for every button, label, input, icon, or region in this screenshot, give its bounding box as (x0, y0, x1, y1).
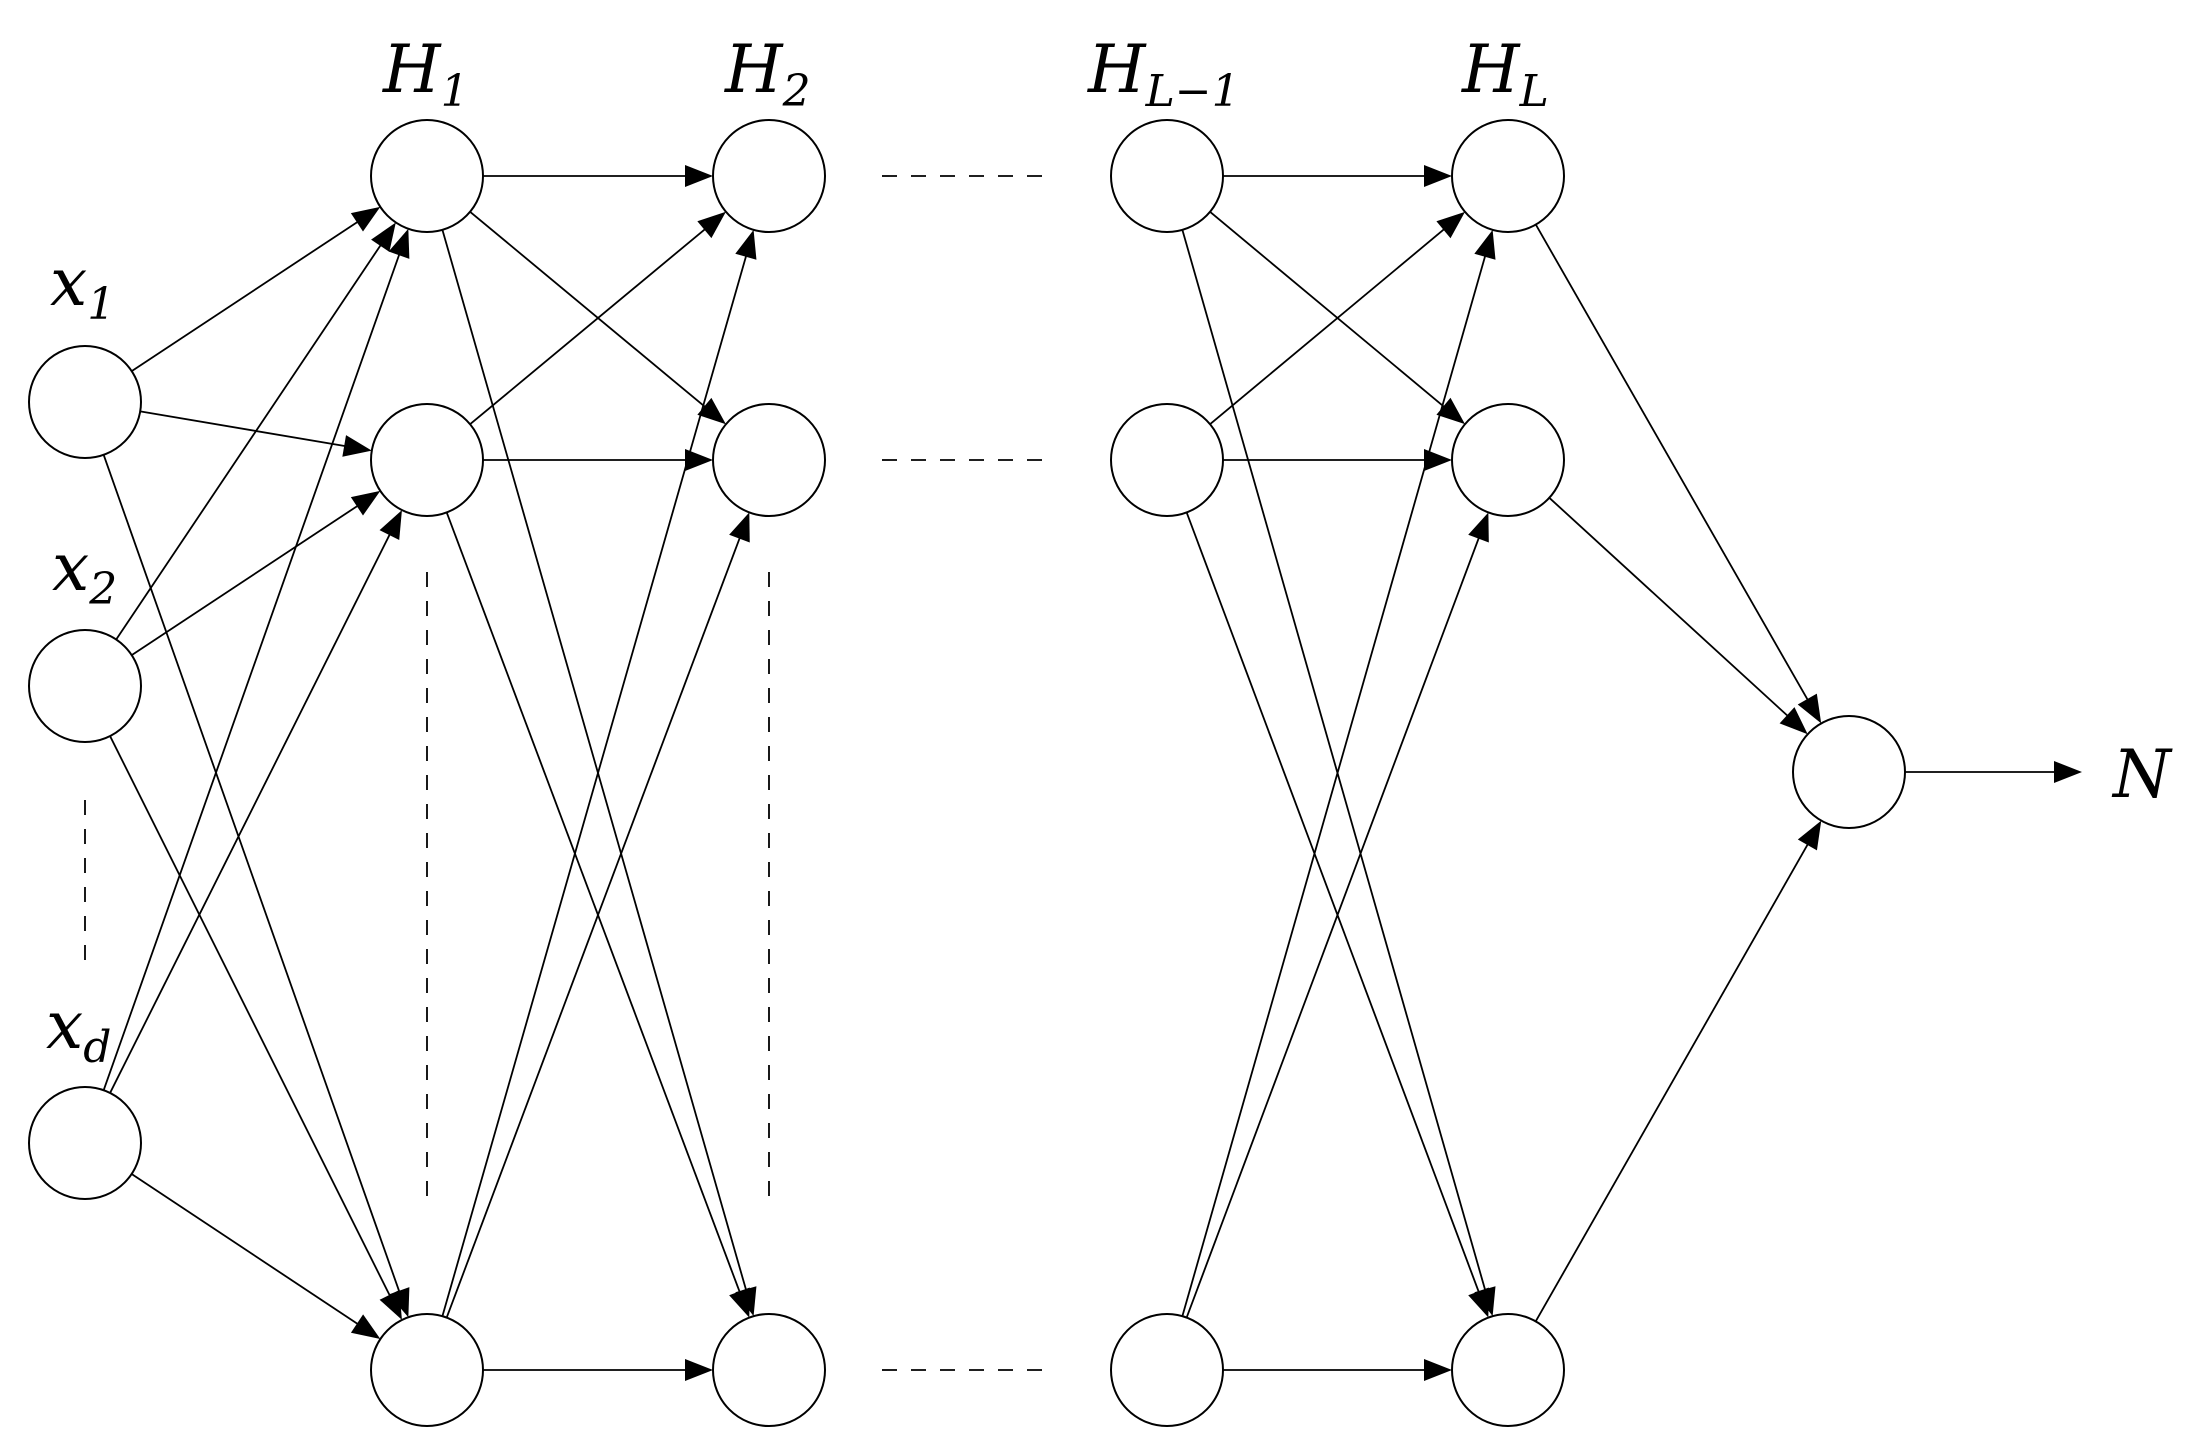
node-hlc (1110, 1313, 1224, 1427)
edge-h1c-to-h2b (445, 536, 741, 1318)
node-x1 (28, 345, 142, 459)
edge-x2-to-h1a (115, 243, 383, 640)
node-h2b (712, 403, 826, 517)
edge-x2-to-h1b (131, 504, 360, 656)
edge-hLa-to-out-arrowhead (1797, 693, 1822, 724)
edge-h1b-to-h2a-arrowhead (697, 211, 726, 239)
edge-x2-to-h1a-arrowhead (371, 222, 396, 252)
edge-xd-to-h1b (109, 532, 392, 1094)
node-xd (28, 1086, 142, 1200)
node-hlb (1110, 403, 1224, 517)
layer-label-h2: H2 (724, 31, 811, 117)
edge-xd-to-h1c (131, 1173, 360, 1326)
edge-hlb-to-hLa (1209, 227, 1446, 425)
edge-h1c-to-h2b-arrowhead (729, 512, 750, 543)
edge-hLb-to-out-arrowhead (1779, 707, 1808, 735)
node-x2 (28, 629, 142, 743)
edge-hlc-to-hLb-arrowhead (1468, 512, 1489, 543)
edge-x2-to-h1b-arrowhead (350, 490, 381, 516)
edge-h1c-to-h2a-arrowhead (735, 229, 757, 260)
edge-x2-to-h1c (109, 735, 392, 1298)
edge-hlc-to-hLa (1181, 254, 1487, 1317)
edge-h1b-to-h2c-arrowhead (729, 1287, 750, 1318)
node-h2c (712, 1313, 826, 1427)
edge-hla-to-hLb-arrowhead (1436, 397, 1465, 425)
layer-label-h1: H1 (382, 31, 469, 117)
node-h1c (370, 1313, 484, 1427)
edges-layer (102, 165, 2082, 1381)
edge-hLc-to-out (1534, 842, 1810, 1322)
edge-x1-to-h1b (140, 410, 347, 448)
node-h2a (712, 119, 826, 233)
edge-hla-to-hLb (1209, 211, 1446, 409)
edge-h1c-to-h2c-arrowhead (685, 1359, 713, 1381)
edge-x2-to-h1c-arrowhead (379, 1289, 402, 1320)
edge-h1a-to-h2c (441, 229, 748, 1292)
edge-h1a-to-h2a-arrowhead (685, 165, 713, 187)
edge-hlb-to-hLa-arrowhead (1436, 211, 1465, 239)
edge-hlc-to-hLb (1185, 536, 1481, 1318)
edge-hlb-to-hLc-arrowhead (1468, 1287, 1489, 1318)
node-h1a (370, 119, 484, 233)
edge-h1b-to-h2c (445, 512, 741, 1294)
output-label-n: N (2111, 736, 2173, 813)
input-label-x1: x1 (50, 244, 115, 330)
output-arrow-arrowhead (2054, 761, 2082, 783)
edge-h1a-to-h2b-arrowhead (697, 397, 726, 425)
layer-label-hl-minus-1: HL−1 (1087, 31, 1240, 117)
edge-xd-to-h1a-arrowhead (388, 228, 410, 259)
nodes-layer (28, 119, 1906, 1427)
node-h1b (370, 403, 484, 517)
edge-hlb-to-hLc (1185, 512, 1481, 1294)
node-hla (1110, 119, 1224, 233)
edge-hLb-to-out (1548, 497, 1790, 718)
edge-h1a-to-h2b (469, 211, 707, 409)
edge-hLc-to-out-arrowhead (1797, 820, 1822, 851)
edge-hlc-to-hLa-arrowhead (1474, 229, 1496, 260)
layer-label-hl: HL (1461, 31, 1549, 117)
node-hLc (1451, 1313, 1565, 1427)
edge-hlc-to-hLc-arrowhead (1424, 1359, 1452, 1381)
edge-x1-to-h1a-arrowhead (350, 206, 381, 232)
node-hLa (1451, 119, 1565, 233)
edge-x1-to-h1b-arrowhead (342, 435, 372, 457)
edge-hla-to-hLc (1181, 229, 1487, 1292)
edge-h1b-to-h2b-arrowhead (685, 449, 713, 471)
edge-hlb-to-hLb-arrowhead (1424, 449, 1452, 471)
node-out (1792, 715, 1906, 829)
edge-x1-to-h1c (102, 454, 401, 1293)
input-label-xd: xd (46, 987, 111, 1073)
input-label-x2: x2 (52, 529, 117, 615)
edge-x1-to-h1a (131, 220, 360, 372)
edge-xd-to-h1c-arrowhead (350, 1314, 381, 1340)
edge-xd-to-h1b-arrowhead (379, 510, 402, 541)
edge-h1b-to-h2a (469, 227, 707, 425)
edge-hLa-to-out (1535, 224, 1810, 702)
node-hLb (1451, 403, 1565, 517)
edge-h1c-to-h2a (441, 254, 748, 1317)
continuation-dashes (84, 175, 1055, 1371)
edge-xd-to-h1a (102, 253, 401, 1091)
edge-hla-to-hLa-arrowhead (1424, 165, 1452, 187)
